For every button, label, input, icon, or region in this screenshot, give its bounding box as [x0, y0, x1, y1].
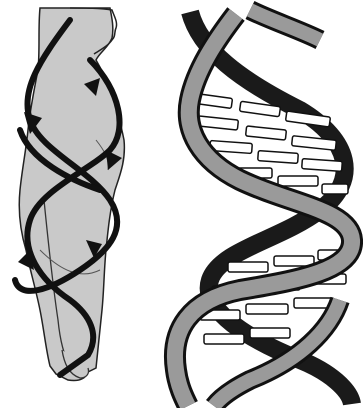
base-pair — [274, 256, 314, 266]
base-pair — [258, 151, 299, 164]
base-pair — [278, 176, 318, 186]
base-pair — [204, 334, 244, 344]
base-pair — [322, 184, 348, 194]
base-pair — [228, 262, 268, 272]
base-pair — [246, 304, 288, 314]
base-pair — [302, 159, 343, 172]
base-pair — [250, 328, 290, 338]
